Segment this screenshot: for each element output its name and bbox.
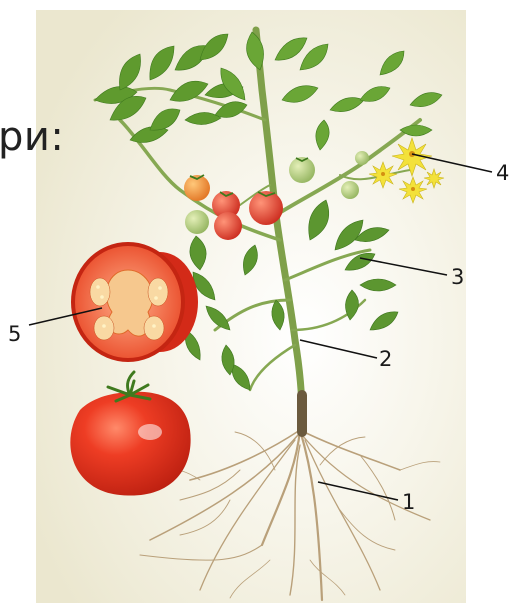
label-roots: 1 [402,492,415,513]
label-fruit-section: 5 [8,324,21,345]
label-leaf: 3 [451,267,464,288]
cut-tomato-drawing [73,244,198,360]
label-stem: 2 [379,349,392,370]
label-flower: 4 [496,163,509,184]
caption-text: ри: [0,114,64,160]
